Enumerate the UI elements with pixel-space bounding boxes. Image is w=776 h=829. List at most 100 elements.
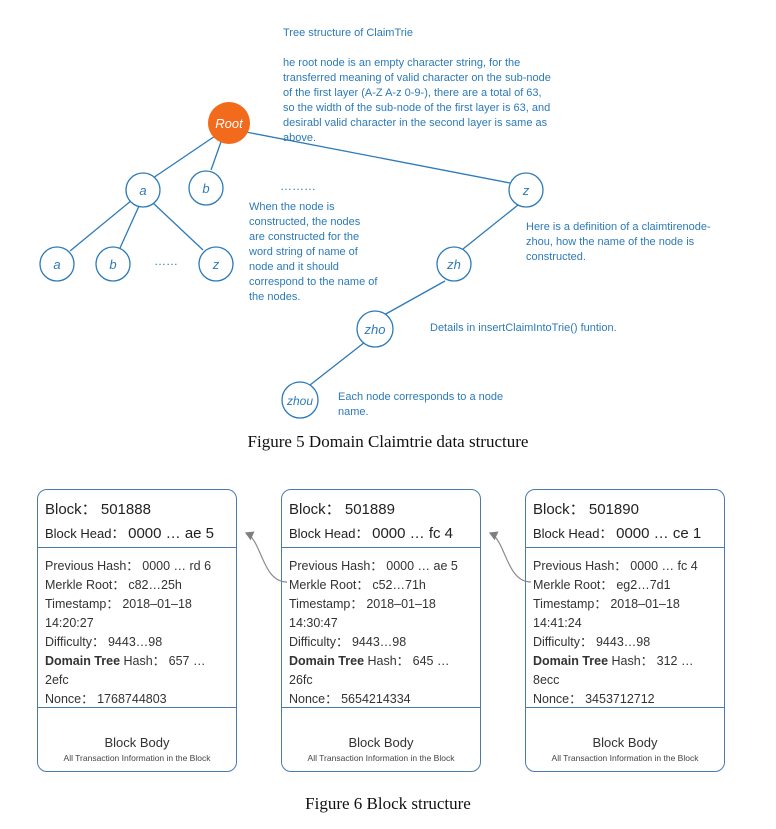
edge-root-z	[245, 131, 511, 184]
domain-tree-label: Domain Tree	[45, 654, 121, 668]
domain-tree-hash: Domain Tree Hash： 645 …	[289, 652, 475, 671]
domain-tree-label: Domain Tree	[289, 654, 365, 668]
tree-node-a-level1	[125, 172, 161, 208]
domain-tree-hash: Domain Tree Hash： 312 …	[533, 652, 719, 671]
tree-node-zh-label: zh	[446, 257, 461, 272]
block-head-line: Block Head： 0000 … ce 1	[533, 523, 701, 542]
block-title: Block： 501889	[289, 498, 395, 519]
timestamp-time: 14:30:47	[289, 616, 338, 630]
domain-tree-hash-tail: 8ecc	[533, 673, 560, 687]
timestamp-date: Timestamp： 2018–01–18	[533, 597, 680, 611]
tree-node-z-level2-label: z	[212, 257, 220, 272]
block-fields: Previous Hash： 0000 … rd 6 Merkle Root： …	[45, 557, 231, 709]
tree-node-z-level1	[508, 172, 544, 208]
block-body-title: Block Body	[348, 735, 414, 750]
tree-node-a-level2	[39, 246, 75, 282]
domain-tree-hash-tail: 26fc	[289, 673, 313, 687]
edge-zh-zho	[383, 280, 446, 316]
block-body-subtitle: All Transaction Information in the Block	[551, 753, 699, 763]
block-label: Block：	[45, 501, 97, 518]
ellipsis-left: ……	[154, 254, 178, 268]
block-fields: Previous Hash： 0000 … fc 4 Merkle Root： …	[533, 557, 719, 709]
domain-tree-hash: Domain Tree Hash： 657 …	[45, 652, 231, 671]
tree-node-b-level1	[188, 170, 224, 206]
merkle-root: Merkle Root： c52…71h	[289, 578, 426, 592]
figure6-caption: Figure 6 Block structure	[305, 794, 471, 813]
nonce: Nonce： 3453712712	[533, 692, 655, 706]
domain-tree-label: Domain Tree	[533, 654, 609, 668]
domain-tree-hash-tail: 2efc	[45, 673, 69, 687]
block-head-value: 0000 … ce 1	[616, 525, 702, 542]
figure5-caption: Figure 5 Domain Claimtrie data structure	[247, 432, 529, 451]
nonce: Nonce： 1768744803	[45, 692, 167, 706]
tree-node-zho	[356, 310, 394, 348]
edge-a-b	[119, 205, 140, 249]
block-number: 501890	[588, 501, 639, 518]
block-head-line: Block Head： 0000 … fc 4	[289, 523, 453, 542]
block-body-divider	[282, 707, 480, 708]
tree-node-root	[208, 102, 250, 144]
tree-node-b-level1-label: b	[202, 181, 209, 196]
block-title: Block： 501888	[45, 498, 151, 519]
block-body-divider	[526, 707, 724, 708]
timestamp-date: Timestamp： 2018–01–18	[45, 597, 192, 611]
tree-node-zho-label: zho	[364, 322, 386, 337]
previous-hash: Previous Hash： 0000 … rd 6	[45, 559, 212, 573]
edge-root-a	[152, 133, 219, 179]
root-description: he root node is an empty character strin…	[283, 57, 551, 144]
block-header-section: Block： 501890 Block Head： 0000 … ce 1	[526, 490, 724, 548]
block-number: 501889	[344, 501, 395, 518]
tree-node-z-level1-label: z	[522, 183, 530, 198]
tree-node-b-level2-label: b	[109, 257, 116, 272]
block-head-label: Block Head：	[533, 526, 613, 541]
block-body-title: Block Body	[592, 735, 658, 750]
block-body-divider	[38, 707, 236, 708]
tree-node-zhou-label: zhou	[286, 394, 313, 408]
difficulty: Difficulty： 9443…98	[533, 635, 651, 649]
edge-z-zh	[462, 204, 519, 250]
details-description: Details in insertClaimIntoTrie() funtion…	[430, 322, 617, 334]
previous-hash: Previous Hash： 0000 … ae 5	[289, 559, 458, 573]
tree-node-zh	[436, 246, 472, 282]
edge-a-z	[151, 201, 204, 251]
block-header-section: Block： 501889 Block Head： 0000 … fc 4	[282, 490, 480, 548]
domain-tree-hash-value: Hash： 657 …	[120, 654, 206, 668]
block-header-section: Block： 501888 Block Head： 0000 … ae 5	[38, 490, 236, 548]
block-head-label: Block Head：	[45, 526, 125, 541]
difficulty: Difficulty： 9443…98	[289, 635, 407, 649]
merkle-root: Merkle Root： eg2…7d1	[533, 578, 671, 592]
edge-a-a	[69, 199, 133, 252]
block-body-subtitle: All Transaction Information in the Block	[307, 753, 455, 763]
tree-title: Tree structure of ClaimTrie	[283, 27, 413, 39]
timestamp-time: 14:20:27	[45, 616, 94, 630]
timestamp-time: 14:41:24	[533, 616, 582, 630]
tree-node-a-level1-label: a	[139, 183, 146, 198]
claimtrie-tree-diagram: Root a b z a b z zh zho zhou ……… ……	[39, 102, 544, 419]
block-label: Block：	[533, 501, 585, 518]
block-head-line: Block Head： 0000 … ae 5	[45, 523, 214, 542]
tree-node-zhou	[281, 381, 319, 419]
previous-hash: Previous Hash： 0000 … fc 4	[533, 559, 698, 573]
tree-node-z-level2	[198, 246, 234, 282]
construct-description: When the node is constructed, the nodes …	[249, 201, 378, 303]
ellipsis-top: ………	[280, 179, 316, 193]
block-title: Block： 501890	[533, 498, 639, 519]
block-head-value: 0000 … fc 4	[372, 525, 453, 542]
tree-node-root-label: Root	[215, 116, 244, 131]
block-card-501890: Block： 501890 Block Head： 0000 … ce 1 Pr…	[525, 489, 725, 772]
domain-tree-hash-value: Hash： 312 …	[608, 654, 694, 668]
block-body-title: Block Body	[104, 735, 170, 750]
tree-node-b-level2	[95, 246, 131, 282]
tree-node-a-level2-label: a	[53, 257, 60, 272]
block-fields: Previous Hash： 0000 … ae 5 Merkle Root： …	[289, 557, 475, 709]
edge-zho-zhou	[309, 341, 366, 386]
difficulty: Difficulty： 9443…98	[45, 635, 163, 649]
block-card-501888: Block： 501888 Block Head： 0000 … ae 5 Pr…	[37, 489, 237, 772]
block-head-value: 0000 … ae 5	[128, 525, 215, 542]
domain-tree-hash-value: Hash： 645 …	[364, 654, 450, 668]
block-body-subtitle: All Transaction Information in the Block	[63, 753, 211, 763]
edge-root-b	[210, 138, 223, 171]
timestamp-date: Timestamp： 2018–01–18	[289, 597, 436, 611]
block-card-501889: Block： 501889 Block Head： 0000 … fc 4 Pr…	[281, 489, 481, 772]
block-number: 501888	[100, 501, 151, 518]
